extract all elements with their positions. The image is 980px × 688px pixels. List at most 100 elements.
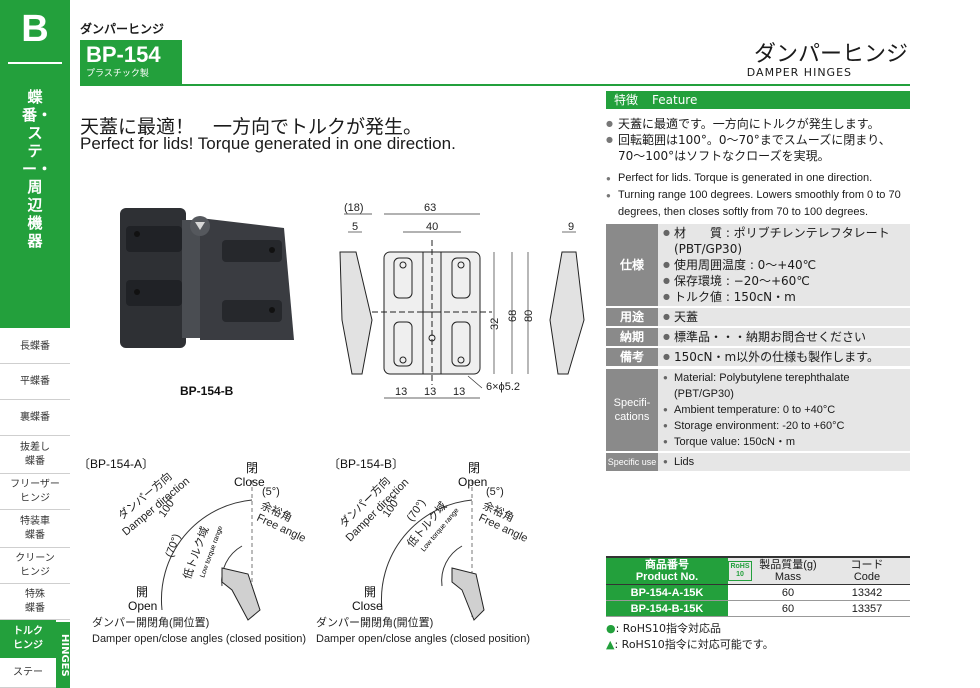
sidebar-item-clean-hinge[interactable]: クリーン ヒンジ <box>0 548 70 584</box>
list-item: 保存環境 : −20〜+60℃ <box>662 273 906 289</box>
sidebar-item-long-hinge[interactable]: 長蝶番 <box>0 330 70 364</box>
sidebar-item-stay[interactable]: ステー <box>0 658 56 688</box>
code-cell: 13357 <box>824 600 910 617</box>
diagram-a-title: 〔BP-154-A〕 <box>78 457 154 471</box>
feature-list-jp: 天蓋に最適です。一方向にトルクが発生します。 回転範囲は100°。0〜70°まで… <box>606 116 912 164</box>
code-cell: 13342 <box>824 584 910 601</box>
photo-caption: BP-154-B <box>180 384 234 398</box>
technical-drawings: BP-154-B (18) 63 5 40 9 32 68 <box>78 202 585 645</box>
dim-13-c: 13 <box>453 386 465 398</box>
diagram-a: 〔BP-154-A〕 閉 Close (5°) 100° (70°) ダンパー方… <box>78 457 307 645</box>
svg-text:閉: 閉 <box>468 461 480 475</box>
section-letter: B <box>21 8 49 50</box>
dim-13-b: 13 <box>424 386 436 398</box>
table-row: 仕様 材 質 : ポリブチレンテレフタレート (PBT/GP30) 使用周囲温度… <box>606 224 910 308</box>
product-table: 商品番号 Product No. RoHS 10 製品質量(g) Mass コー… <box>606 556 910 617</box>
sidebar-item-lift-off-hinge[interactable]: 抜差し 蝶番 <box>0 436 70 474</box>
table-row: Specific use Lids <box>606 452 910 473</box>
list-item: Torque value: 150cN・m <box>662 434 906 450</box>
col-mass: 製品質量(g) Mass <box>752 556 824 585</box>
spec-label: 納期 <box>606 327 658 348</box>
model-code: BP-154 <box>86 42 161 67</box>
mass-cell: 60 <box>752 584 824 601</box>
side-view-left <box>339 251 373 375</box>
diagram-b-title: 〔BP-154-B〕 <box>328 457 404 471</box>
section-sidebar: B 蝶番・ステー・周辺機器 長蝶番 平蝶番 裏蝶番 抜差し 蝶番 フリーザー ヒ… <box>0 0 70 688</box>
svg-text:Damper open/close angles (clos: Damper open/close angles (closed positio… <box>92 633 306 645</box>
spec-table-jp: 仕様 材 質 : ポリブチレンテレフタレート (PBT/GP30) 使用周囲温度… <box>606 224 910 368</box>
dim-13-a: 13 <box>395 386 407 398</box>
headline-jp: 天蓋に最適！ 一方向でトルクが発生。 <box>80 116 423 138</box>
product-photo <box>120 208 294 348</box>
list-item: 天蓋 <box>662 309 906 325</box>
product-number[interactable]: BP-154-A-15K <box>606 584 728 601</box>
product-number[interactable]: BP-154-B-15K <box>606 600 728 617</box>
headline-en: Perfect for lids! Torque generated in on… <box>80 134 456 153</box>
spec-label: 備考 <box>606 347 658 368</box>
table-row: 納期 標準品・・・納期お問合せください <box>606 327 910 348</box>
header-category: ダンパーヒンジ <box>80 22 165 36</box>
sidebar-item-concealed-hinge[interactable]: 裏蝶番 <box>0 400 70 436</box>
header-rule <box>80 84 910 86</box>
sidebar-item-torque-hinge[interactable]: トルク ヒンジ <box>0 620 56 658</box>
page-title-en: DAMPER HINGES <box>746 66 852 79</box>
list-item: 使用周囲温度 : 0〜+40℃ <box>662 257 906 273</box>
table-row[interactable]: BP-154-A-15K 60 13342 <box>606 584 910 601</box>
list-item: Material: Polybutylene terephthalate (PB… <box>662 370 906 402</box>
side-view-right <box>549 251 585 375</box>
dim-5: 5 <box>352 221 358 233</box>
list-item: Turning range 100 degrees. Lowers smooth… <box>606 187 912 221</box>
section-category: 蝶番・ステー・周辺機器 <box>22 88 53 250</box>
dim-63: 63 <box>424 202 436 214</box>
spec-label: 仕様 <box>606 224 658 308</box>
list-item: 天蓋に最適です。一方向にトルクが発生します。 <box>606 116 912 132</box>
sidebar-item-flat-hinge[interactable]: 平蝶番 <box>0 364 70 400</box>
svg-text:開: 開 <box>136 585 148 599</box>
svg-text:Close: Close <box>352 599 383 613</box>
svg-text:Open: Open <box>458 475 487 489</box>
list-item: 標準品・・・納期お問合せください <box>662 329 906 345</box>
svg-text:ダンパー開閉角(開位置): ダンパー開閉角(開位置) <box>316 615 433 629</box>
spec-table-en: Specifi- cations Material: Polybutylene … <box>606 369 910 473</box>
dim-18: (18) <box>344 202 364 214</box>
table-header-row: 商品番号 Product No. RoHS 10 製品質量(g) Mass コー… <box>606 556 910 585</box>
table-row: Specifi- cations Material: Polybutylene … <box>606 369 910 453</box>
list-item: Lids <box>662 454 906 470</box>
table-row: 備考 150cN・m以外の仕様も製作します。 <box>606 347 910 368</box>
sidebar-item-special-hinge[interactable]: 特殊 蝶番 <box>0 584 70 620</box>
svg-text:ダンパー開閉角(開位置): ダンパー開閉角(開位置) <box>92 615 209 629</box>
mass-cell: 60 <box>752 600 824 617</box>
sidebar-vertical-label: HINGES <box>56 622 70 688</box>
list-item: トルク値 : 150cN・m <box>662 289 906 305</box>
rohs-cell <box>728 600 752 617</box>
front-view <box>372 240 492 385</box>
svg-text:(5°): (5°) <box>262 486 280 498</box>
model-badge: BP-154 プラスチック製 <box>80 40 182 84</box>
list-item: Ambient temperature: 0 to +40°C <box>662 402 906 418</box>
sidebar-item-vehicle-hinge[interactable]: 特装車 蝶番 <box>0 510 70 548</box>
section-tab[interactable]: B 蝶番・ステー・周辺機器 <box>0 0 70 328</box>
sidebar-item-freezer-hinge[interactable]: フリーザー ヒンジ <box>0 474 70 510</box>
legend-rohs-available: ▲: RoHS10指令に対応可能です。 <box>606 638 774 651</box>
svg-text:(5°): (5°) <box>486 486 504 498</box>
page-title-jp: ダンパーヒンジ <box>753 42 908 67</box>
spec-label: Specifi- cations <box>606 369 658 453</box>
rohs-cell <box>728 584 752 601</box>
table-row[interactable]: BP-154-B-15K 60 13357 <box>606 600 910 617</box>
section-divider <box>8 62 62 64</box>
svg-text:Damper open/close angles (clos: Damper open/close angles (closed positio… <box>316 633 530 645</box>
spec-label: Specific use <box>606 452 658 473</box>
svg-text:Close: Close <box>234 475 265 489</box>
dim-9: 9 <box>568 221 574 233</box>
dim-holes: 6×ϕ5.2 <box>486 381 520 393</box>
dim-32: 32 <box>489 318 501 330</box>
svg-text:開: 開 <box>364 585 376 599</box>
diagram-b: 〔BP-154-B〕 閉 Open (5°) 100° (70°) ダンパー方向… <box>316 457 530 645</box>
dim-68: 68 <box>507 310 519 322</box>
list-item: Storage environment: -20 to +60°C <box>662 418 906 434</box>
col-product: 商品番号 Product No. <box>606 556 728 585</box>
rohs-icon: RoHS 10 <box>728 561 752 581</box>
list-item: 150cN・m以外の仕様も製作します。 <box>662 349 906 365</box>
dimension-lines <box>344 213 576 399</box>
